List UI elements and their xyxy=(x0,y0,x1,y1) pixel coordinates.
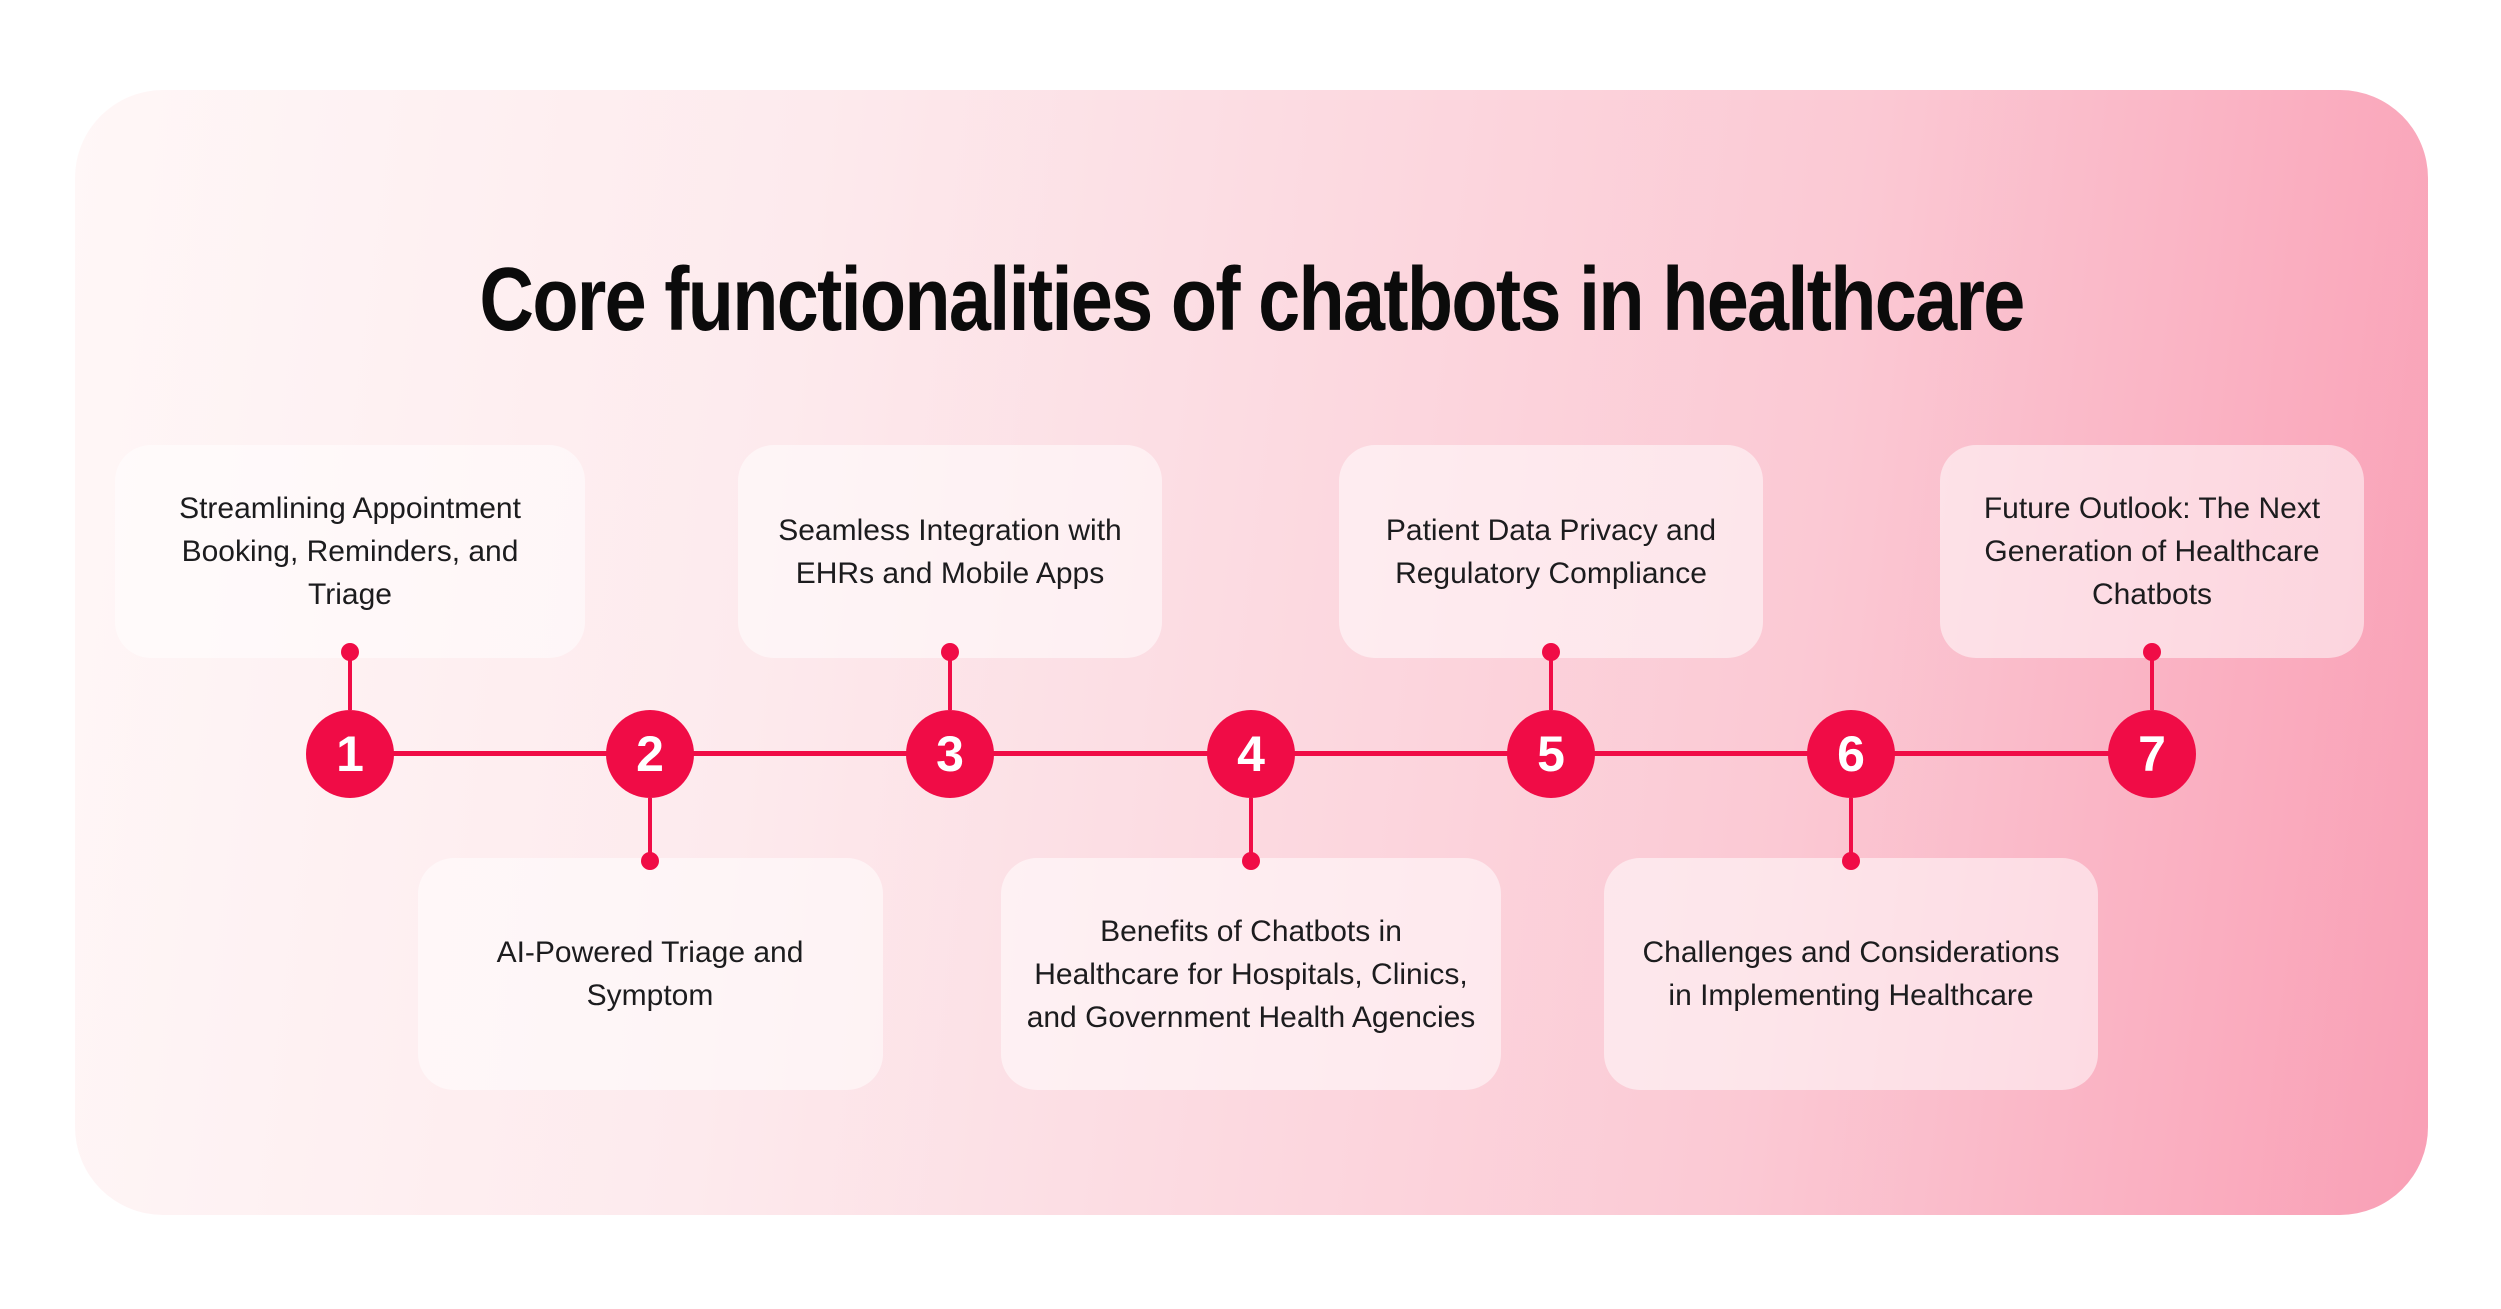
timeline-card-label: Seamless Integration with EHRs and Mobil… xyxy=(778,513,1122,590)
timeline-node-number: 3 xyxy=(936,726,964,782)
timeline-card-label: Future Outlook: The Next Generation of H… xyxy=(1983,492,2321,611)
timeline-node: 1 xyxy=(306,710,394,798)
timeline-node: 2 xyxy=(606,710,694,798)
timeline-card: Challenges and Considerations in Impleme… xyxy=(1604,858,2098,1090)
connector-dot xyxy=(1842,852,1860,870)
timeline-card: Patient Data Privacy and Regulatory Comp… xyxy=(1339,445,1763,658)
timeline-card-label: Benefits of Chatbots in Healthcare for H… xyxy=(1026,914,1476,1034)
connector-dot xyxy=(1242,852,1260,870)
timeline-node: 3 xyxy=(906,710,994,798)
connector-line xyxy=(1249,798,1253,862)
timeline-node-number: 7 xyxy=(2138,726,2166,782)
timeline-card-label: Patient Data Privacy and Regulatory Comp… xyxy=(1385,513,1717,590)
connector-dot xyxy=(2143,643,2161,661)
timeline-node: 4 xyxy=(1207,710,1295,798)
connector-line xyxy=(648,798,652,862)
connector-dot xyxy=(941,643,959,661)
timeline-card-label: Challenges and Considerations in Impleme… xyxy=(1642,936,2060,1012)
timeline-card-label: Streamlining Appointment Booking, Remind… xyxy=(179,492,521,611)
timeline-card: Benefits of Chatbots in Healthcare for H… xyxy=(1001,858,1501,1090)
connector-line xyxy=(948,652,952,710)
timeline-card-label: AI-Powered Triage and Symptom xyxy=(496,936,804,1012)
timeline-node: 5 xyxy=(1507,710,1595,798)
timeline-node-number: 2 xyxy=(636,726,664,782)
connector-line xyxy=(348,652,352,710)
connector-dot xyxy=(341,643,359,661)
timeline-node-number: 5 xyxy=(1537,726,1565,782)
timeline-node: 6 xyxy=(1807,710,1895,798)
page-title: Core functionalities of chatbots in heal… xyxy=(479,250,2025,351)
timeline-node: 7 xyxy=(2108,710,2196,798)
timeline-card: Future Outlook: The Next Generation of H… xyxy=(1940,445,2364,658)
timeline-node-number: 4 xyxy=(1237,726,1265,782)
timeline-card: Seamless Integration with EHRs and Mobil… xyxy=(738,445,1162,658)
connector-dot xyxy=(1542,643,1560,661)
timeline-node-number: 6 xyxy=(1837,726,1865,782)
timeline-card: Streamlining Appointment Booking, Remind… xyxy=(115,445,585,658)
connector-line xyxy=(1549,652,1553,710)
timeline-node-number: 1 xyxy=(336,726,364,782)
timeline-card: AI-Powered Triage and Symptom xyxy=(417,858,883,1090)
connector-line xyxy=(2150,652,2154,710)
connector-line xyxy=(1849,798,1853,862)
connector-dot xyxy=(641,852,659,870)
